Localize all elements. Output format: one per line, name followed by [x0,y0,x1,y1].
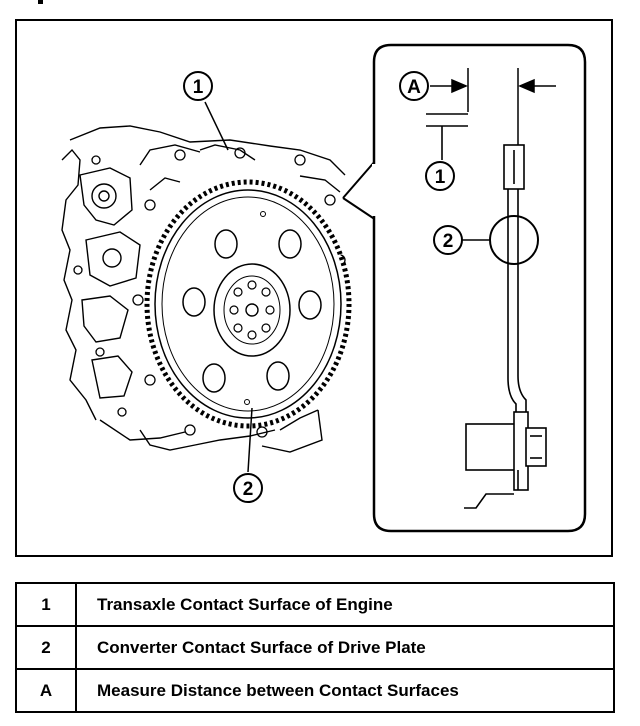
callout-1-left-label: 1 [193,77,204,98]
callout-1-right: 1 [425,161,455,191]
legend-description: Measure Distance between Contact Surface… [75,668,615,713]
drive-plate [144,179,352,429]
callout-a-label: A [407,77,421,98]
legend-row: A Measure Distance between Contact Surfa… [15,668,615,713]
legend-description: Transaxle Contact Surface of Engine [75,582,615,627]
legend-key: 2 [15,625,77,670]
engine-bolt-holes [73,147,346,438]
legend-description: Converter Contact Surface of Drive Plate [75,625,615,670]
callout-a: A [399,71,429,101]
figure-frame [15,19,613,557]
legend-table: 1 Transaxle Contact Surface of Engine 2 … [15,582,615,713]
callout-1-left: 1 [183,71,213,101]
leader-lines-left [204,101,253,473]
detail-inset [342,43,587,533]
legend-key: A [15,668,77,713]
legend-row: 1 Transaxle Contact Surface of Engine [15,582,615,627]
engine-contact-surface [426,113,468,160]
diagram-figure: 1 2 A 1 [15,0,613,557]
callout-2-left-label: 2 [243,479,254,500]
callout-1-right-label: 1 [435,167,446,188]
callout-2-right-label: 2 [443,231,454,252]
drive-plate-profile [464,144,547,509]
callout-2-right: 2 [433,225,463,255]
callout-2-left: 2 [233,473,263,503]
corner-mark [38,0,43,4]
legend-key: 1 [15,582,77,627]
legend-row: 2 Converter Contact Surface of Drive Pla… [15,625,615,670]
